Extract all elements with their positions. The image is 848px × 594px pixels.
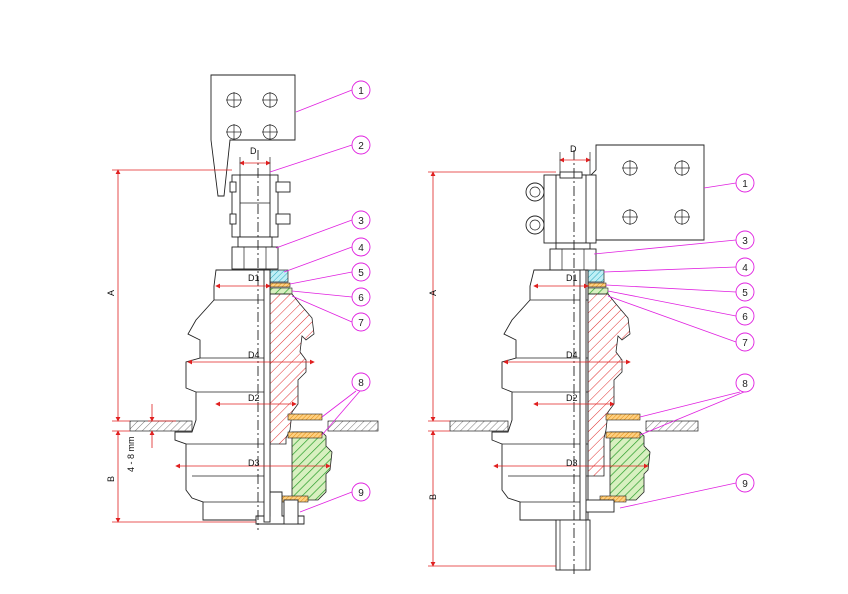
right-balloon-1	[735, 173, 755, 193]
left-dimensions: D A B 4 - 8 mm D1 D4 D2	[106, 146, 331, 523]
svg-text:8: 8	[742, 379, 748, 390]
svg-text:4: 4	[358, 243, 364, 254]
right-part-6	[587, 287, 609, 295]
svg-text:6: 6	[358, 293, 364, 304]
right-dim-b-label: B	[428, 494, 438, 500]
right-clamp	[525, 171, 597, 244]
svg-text:1: 1	[358, 86, 364, 97]
right-dim-d2-label: D2	[566, 393, 578, 403]
left-balloon-7	[351, 312, 371, 332]
left-balloon-1	[351, 80, 371, 100]
right-insulator	[491, 269, 589, 521]
left-gasket-8-bottom	[287, 431, 323, 439]
left-dim-b-label: B	[106, 476, 116, 482]
right-balloon-5	[735, 282, 755, 302]
svg-text:2: 2	[358, 141, 364, 152]
right-view: D A B D1 D4 D2 D3 1 3	[428, 144, 755, 575]
right-bottom-plate	[583, 499, 615, 513]
svg-text:9: 9	[742, 479, 748, 490]
svg-text:5: 5	[358, 268, 364, 279]
right-balloon-8	[735, 373, 755, 393]
left-tank-wall-left	[129, 420, 193, 432]
svg-text:3: 3	[742, 236, 748, 247]
right-part-5	[587, 282, 607, 288]
left-view: D A B 4 - 8 mm D1 D4 D2	[106, 74, 379, 530]
svg-text:8: 8	[358, 378, 364, 389]
right-stud	[555, 519, 591, 571]
left-dim-d3-label: D3	[248, 458, 260, 468]
right-tank-wall-left	[449, 420, 509, 432]
left-dim-d-label: D	[250, 146, 257, 156]
right-section-7	[587, 293, 631, 477]
left-balloon-8	[351, 372, 371, 392]
right-balloons: 1 3 4 5 6 7 8 9	[593, 173, 755, 509]
left-balloon-5	[351, 262, 371, 282]
right-balloon-6	[735, 306, 755, 326]
right-dim-d1-label: D1	[566, 273, 578, 283]
svg-text:6: 6	[742, 312, 748, 323]
svg-text:1: 1	[742, 179, 748, 190]
left-part-6	[269, 287, 293, 295]
left-dim-a-label: A	[106, 290, 116, 296]
left-balloons: 1 2 3 4 5 6 7 8 9	[269, 80, 371, 513]
right-dim-d4-label: D4	[566, 350, 578, 360]
right-tank-wall-right	[645, 420, 699, 432]
right-dim-d-label: D	[570, 144, 577, 154]
right-gasket-8-top	[605, 413, 641, 421]
svg-text:5: 5	[742, 288, 748, 299]
svg-text:3: 3	[358, 216, 364, 227]
svg-text:9: 9	[358, 488, 364, 499]
right-balloon-4	[735, 257, 755, 277]
right-gasket-8-bottom	[605, 431, 641, 439]
right-balloon-3	[735, 230, 755, 250]
right-part-4	[587, 269, 605, 283]
left-part-5	[269, 282, 291, 288]
left-nut	[231, 236, 279, 270]
left-dim-d2-label: D2	[248, 393, 260, 403]
left-balloon-9	[351, 482, 371, 502]
right-terminal-plate	[589, 144, 705, 241]
left-dim-d1-label: D1	[248, 273, 260, 283]
left-balloon-4	[351, 237, 371, 257]
svg-text:7: 7	[358, 318, 364, 329]
svg-text:7: 7	[742, 338, 748, 349]
left-gasket-8-top	[287, 413, 323, 421]
right-balloon-9	[735, 473, 755, 493]
left-balloon-6	[351, 287, 371, 307]
left-clamp	[229, 174, 291, 238]
right-dimensions: D A B D1 D4 D2 D3	[428, 144, 649, 567]
right-nut	[549, 242, 597, 272]
left-section-7	[269, 293, 315, 445]
svg-text:4: 4	[742, 263, 748, 274]
left-dim-d4-label: D4	[248, 350, 260, 360]
left-dim-gap-label: 4 - 8 mm	[126, 436, 136, 472]
left-balloon-3	[351, 210, 371, 230]
left-terminal-plate	[210, 74, 296, 197]
right-dim-d3-label: D3	[566, 458, 578, 468]
right-balloon-7	[735, 332, 755, 352]
left-tank-wall-right	[327, 420, 379, 432]
left-balloon-2	[351, 135, 371, 155]
right-dim-a-label: A	[428, 290, 438, 296]
